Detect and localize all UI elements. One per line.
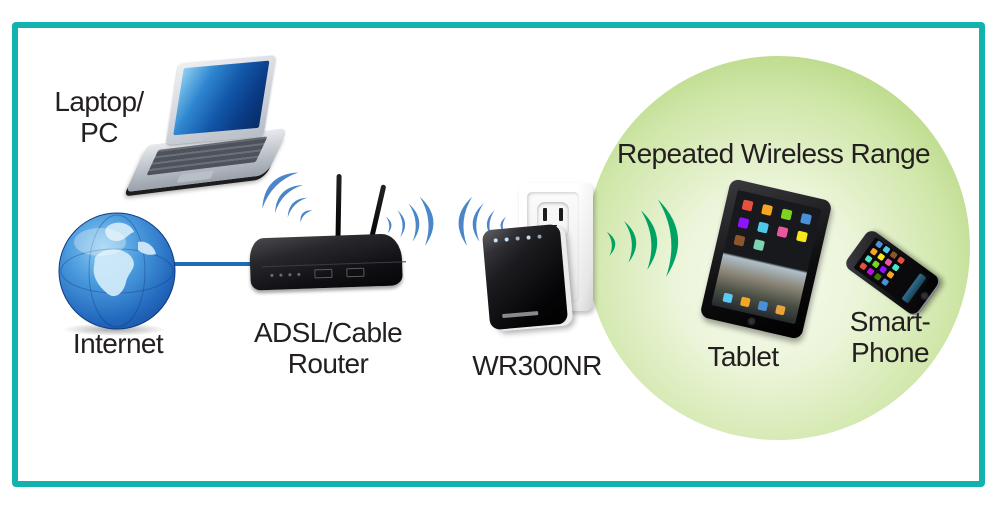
tablet-icon: [699, 178, 836, 340]
laptop-label: Laptop/ PC: [40, 86, 158, 148]
globe-shadow: [62, 323, 167, 336]
wifi-waves-router-to-laptop-icon: [262, 172, 313, 223]
router-label-line1: ADSL/Cable: [253, 317, 403, 348]
wifi-waves-router-to-repeater-icon: [386, 196, 434, 246]
smartphone-body: [843, 227, 943, 319]
outlet-slot: [543, 208, 547, 221]
wr300nr-repeater-device: [481, 223, 569, 331]
laptop-label-line1: Laptop/: [54, 86, 144, 117]
router-label-line2: Router: [287, 348, 369, 379]
smartphone-screen: [853, 237, 931, 308]
tablet-dock-icons: [722, 292, 734, 304]
smartphone-label-line1: Smart-: [849, 306, 931, 337]
router-label: ADSL/Cable Router: [243, 317, 413, 379]
router-body: [249, 233, 407, 291]
laptop-label-line2: PC: [80, 117, 118, 148]
internet-label: Internet: [72, 328, 164, 359]
laptop-display: [173, 60, 270, 136]
router-led: [297, 272, 301, 276]
globe-continents: [93, 222, 156, 297]
tablet-screen: [711, 189, 822, 325]
router-port: [346, 267, 365, 277]
wired-connection-line: [168, 262, 266, 266]
smartphone-app-icons: [859, 262, 868, 271]
repeater-label: WR300NR: [472, 350, 602, 381]
router-led: [288, 272, 292, 276]
tablet-app-icons: [741, 199, 754, 212]
router-front-panel: [262, 261, 407, 284]
smartphone-home-button: [918, 290, 931, 302]
tablet-home-button: [746, 316, 757, 327]
smartphone-label-line2: Phone: [851, 337, 930, 368]
tablet-body: [699, 178, 833, 340]
outlet-slot: [559, 208, 563, 221]
globe-svg: [58, 212, 176, 330]
smartphone-label: Smart- Phone: [830, 306, 950, 368]
router-led: [279, 273, 283, 277]
router-led: [270, 273, 274, 277]
repeated-wifi-waves-icon: [606, 199, 679, 277]
laptop-screen: [165, 55, 277, 145]
internet-globe-icon: [56, 210, 178, 332]
range-label: Repeated Wireless Range: [616, 138, 931, 169]
diagram-border-frame: [12, 22, 985, 487]
router-port: [314, 268, 333, 278]
tablet-label: Tablet: [707, 341, 779, 372]
laptop-touchpad: [176, 170, 215, 183]
